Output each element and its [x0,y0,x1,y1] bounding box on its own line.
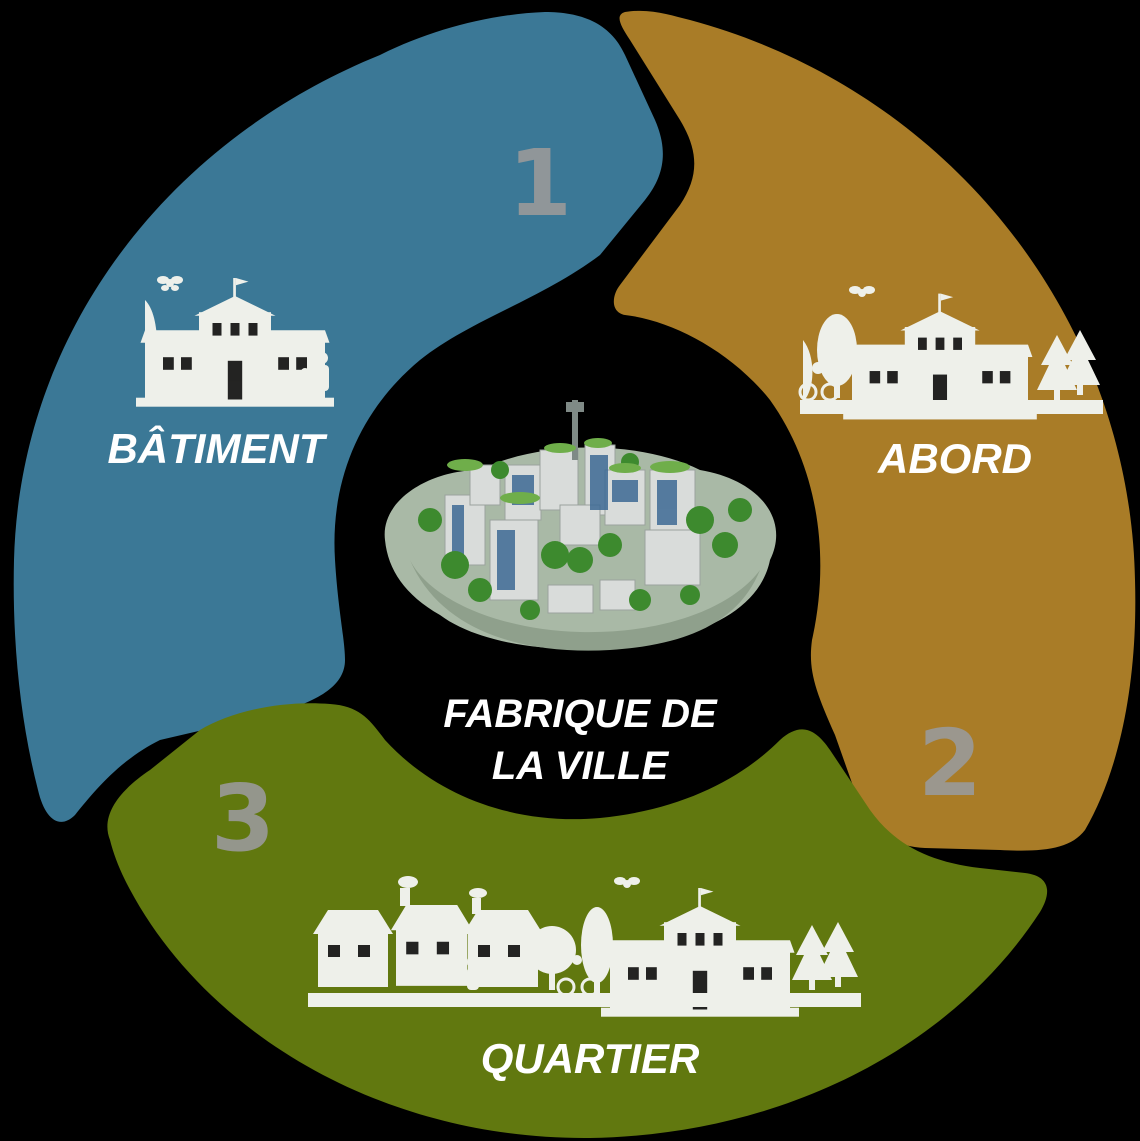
segment-1-number: 1 [508,130,572,237]
segment-2-label: ABORD [877,435,1032,482]
center-title-line-1: FABRIQUE DE [443,692,718,736]
segment-3-quartier[interactable] [107,703,1048,1139]
segment-1-batiment[interactable] [13,12,663,822]
segment-1-label: BÂTIMENT [108,424,328,472]
segment-3-number: 3 [211,765,275,872]
school-with-trees-icon [798,286,1103,420]
eco-city-island-illustration [384,400,777,651]
neighborhood-icon [308,876,861,1017]
school-building-icon [136,276,334,407]
segment-2-abord[interactable] [613,10,1136,851]
segment-2-number: 2 [918,710,982,817]
center-title-line-2: LA VILLE [492,744,670,788]
segment-3-label: QUARTIER [481,1035,700,1083]
